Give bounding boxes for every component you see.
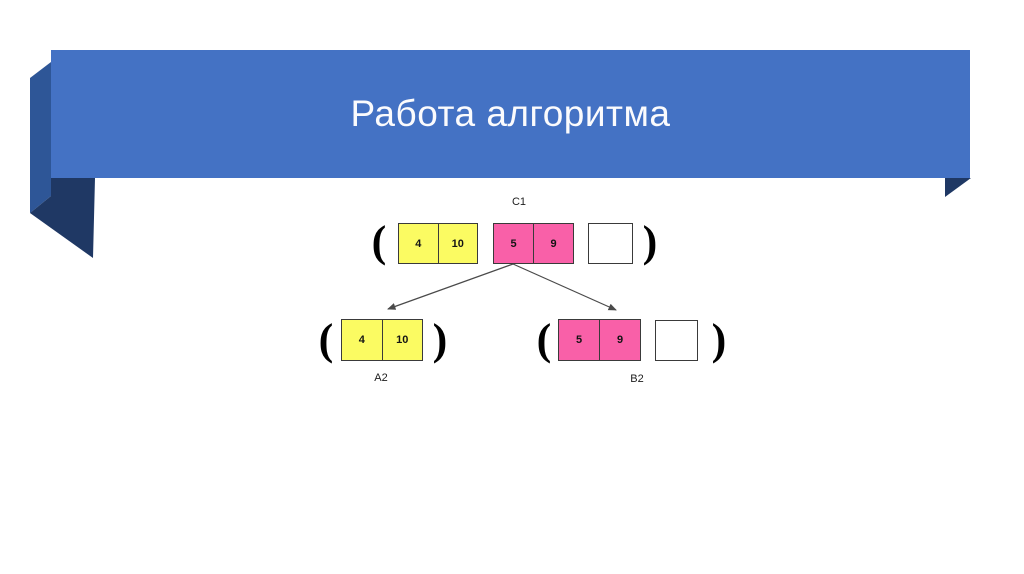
slide-title: Работа алгоритма [350, 93, 671, 134]
set-label-b2: B2 [630, 373, 644, 385]
close-paren-c1: ) [642, 217, 658, 266]
array-pair-pink-c1: 5 9 [493, 223, 574, 264]
ribbon-fold-right [945, 178, 971, 197]
array-cell: 5 [494, 224, 533, 263]
array-cell: 9 [599, 320, 640, 360]
open-paren-b2: ( [536, 315, 552, 364]
empty-cell-c1 [588, 223, 633, 264]
array-cell: 4 [342, 320, 382, 360]
array-cell: 5 [559, 320, 599, 360]
array-pair-pink-b2: 5 9 [558, 319, 641, 361]
array-cell: 10 [437, 224, 477, 263]
open-paren-a2: ( [318, 315, 334, 364]
close-paren-b2: ) [711, 315, 727, 364]
empty-cell-b2 [655, 320, 698, 361]
array-cell: 10 [381, 320, 422, 360]
ribbon-banner [30, 50, 971, 258]
array-pair-yellow-a2: 4 10 [341, 319, 423, 361]
array-cell: 9 [533, 224, 573, 263]
ribbon-body [51, 50, 970, 178]
ribbon-fold-left [30, 62, 51, 213]
array-cell: 4 [399, 224, 438, 263]
array-pair-yellow-c1: 4 10 [398, 223, 478, 264]
close-paren-a2: ) [432, 315, 448, 364]
set-label-a2: A2 [374, 372, 388, 384]
open-paren-c1: ( [371, 217, 387, 266]
ribbon-tail-left [30, 178, 95, 258]
set-label-c1: C1 [511, 196, 527, 208]
